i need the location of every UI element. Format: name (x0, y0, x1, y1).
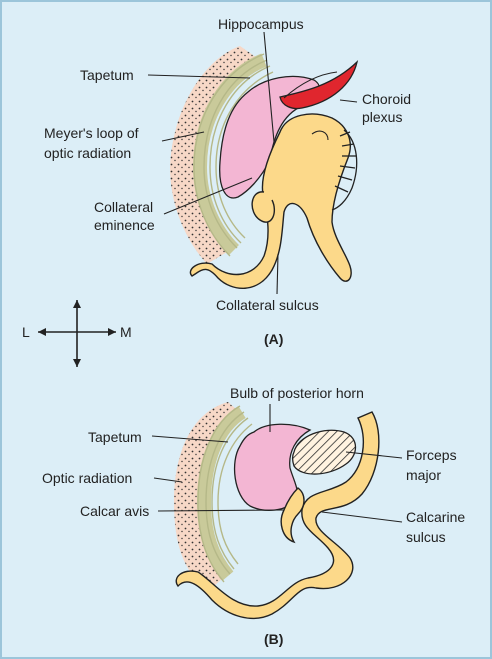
leader-collateral-eminence (163, 177, 253, 215)
fimbria-ticks (331, 129, 358, 211)
label-forceps-2: major (406, 467, 441, 483)
leader-calcar-avis (157, 509, 285, 512)
collateral-sulcus-loop (251, 191, 276, 223)
label-calcarine-1: Calcarine (406, 509, 465, 525)
label-choroid-1: Choroid (362, 91, 411, 107)
label-optic-radiation: Optic radiation (42, 470, 132, 486)
fiber-bands-b (196, 405, 253, 583)
choroid-plexus (279, 60, 359, 110)
leader-meyer (161, 131, 205, 142)
calcar-avis-ridge (280, 487, 305, 544)
orientation-left: L (22, 324, 30, 340)
label-calcarine-2: sulcus (406, 529, 446, 545)
arrow-up-icon (73, 300, 81, 308)
leader-optic-radiation (153, 477, 183, 483)
leader-hippocampus (263, 31, 275, 143)
fiber-bands-a (192, 53, 274, 257)
choroid-tendril (283, 71, 338, 99)
label-tapetum-a: Tapetum (80, 67, 134, 83)
leader-collateral-sulcus (276, 253, 279, 295)
label-meyer-2: optic radiation (44, 145, 131, 161)
panel-a-tag: (A) (264, 331, 283, 347)
label-meyer-1: Meyer's loop of (44, 125, 139, 141)
stipple-dots-a (170, 46, 260, 264)
label-bulb: Bulb of posterior horn (230, 385, 364, 401)
label-forceps-1: Forceps (406, 447, 457, 463)
leader-forceps (345, 451, 403, 459)
leader-tapetum-b (151, 435, 229, 443)
panel-b: Bulb of posterior horn Tapetum Forceps m… (42, 385, 465, 647)
arrow-down-icon (73, 359, 81, 367)
panel-a: Hippocampus Tapetum Choroid plexus Meyer… (44, 16, 411, 347)
label-collateral-2: eminence (94, 217, 155, 233)
leader-calcarine (321, 511, 403, 523)
label-collateral-1: Collateral (94, 199, 153, 215)
label-tapetum-b: Tapetum (88, 429, 142, 445)
orientation-right: M (120, 324, 132, 340)
label-calcar-avis: Calcar avis (80, 503, 149, 519)
arrow-right-icon (108, 328, 116, 336)
label-collateral-sulcus: Collateral sulcus (216, 297, 319, 313)
label-hippocampus: Hippocampus (218, 16, 304, 32)
leader-tapetum-a (147, 74, 251, 79)
leader-choroid (339, 99, 358, 103)
hippocampus-curl (311, 130, 329, 141)
panel-b-tag: (B) (264, 631, 283, 647)
arrow-left-icon (38, 328, 46, 336)
stipple-dots-b (174, 402, 242, 590)
forceps-major (291, 429, 357, 475)
calcarine-sulcus-b (175, 411, 380, 620)
orientation-cross: L M (22, 300, 132, 367)
label-choroid-2: plexus (362, 109, 402, 125)
